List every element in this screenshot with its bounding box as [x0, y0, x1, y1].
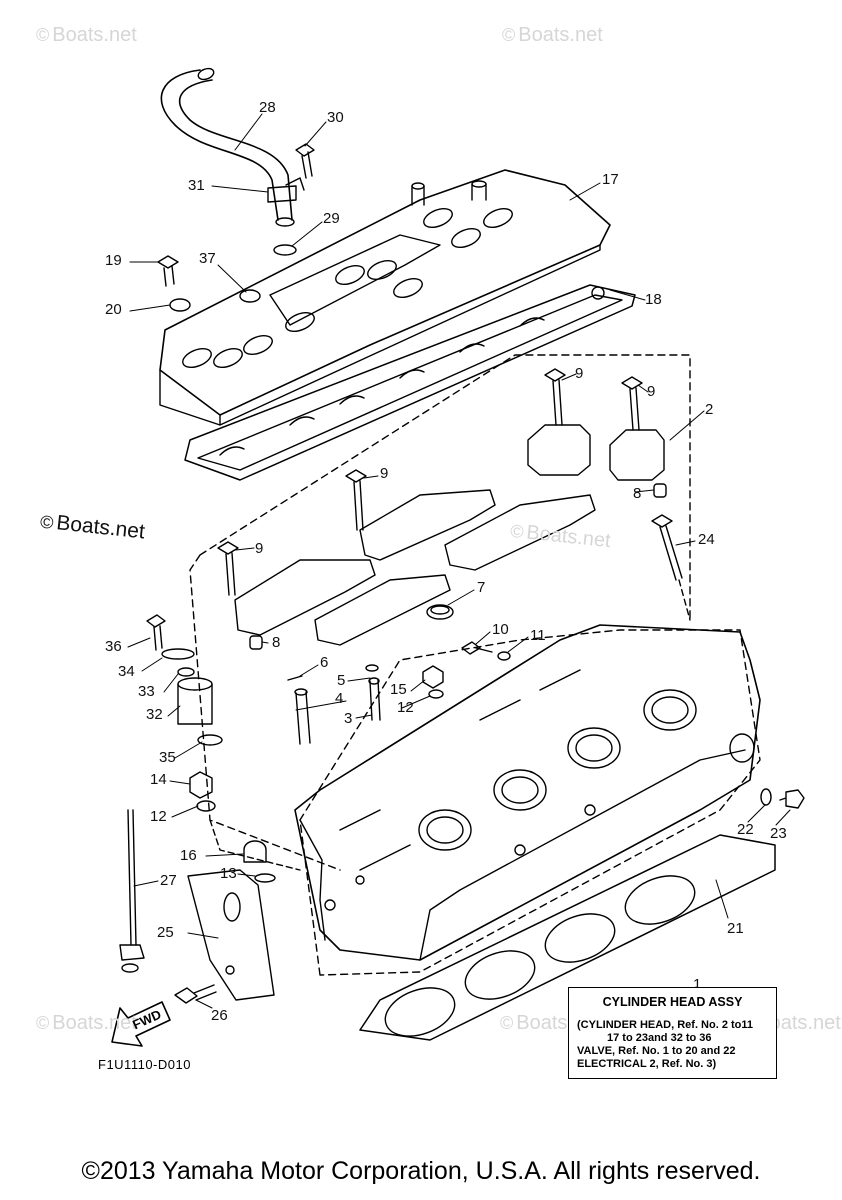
watermark: ©Boats.net	[36, 1012, 137, 1034]
cover-bolt-part	[157, 255, 179, 287]
callout-31: 31	[188, 177, 205, 194]
callout-37: 37	[199, 250, 216, 267]
callout-12b: 12	[397, 699, 414, 716]
cap-bolt-part	[217, 368, 643, 596]
callout-24: 24	[698, 531, 715, 548]
callout-25: 25	[157, 924, 174, 941]
breather-hose-part	[160, 67, 305, 227]
fwd-arrow-icon	[111, 1001, 171, 1047]
note-lines: (CYLINDER HEAD, Ref. No. 2 to11 17 to 23…	[569, 1011, 776, 1071]
leader-lines	[127, 113, 791, 1009]
grommet-part	[169, 298, 191, 312]
note-line: (CYLINDER HEAD, Ref. No. 2 to11	[577, 1019, 754, 1031]
callout-28: 28	[259, 99, 276, 116]
diagram-code: F1U1110-D010	[98, 1057, 191, 1072]
plug-part	[239, 289, 261, 303]
note-line: 17 to 23and 32 to 36	[607, 1032, 712, 1044]
valve-guide-part	[287, 664, 381, 745]
callout-13: 13	[220, 865, 237, 882]
callout-9: 9	[575, 365, 584, 382]
exploded-parts-diagram	[111, 67, 805, 1047]
nut-part	[422, 665, 444, 699]
callout-36: 36	[105, 638, 122, 655]
callout-20: 20	[105, 301, 122, 318]
callout-30: 30	[327, 109, 344, 126]
watermark: ©Boats.net	[502, 24, 603, 46]
callout-19: 19	[105, 252, 122, 269]
callout-9b: 9	[647, 383, 656, 400]
callout-18: 18	[645, 291, 662, 308]
callout-33: 33	[138, 683, 155, 700]
callout-21: 21	[727, 920, 744, 937]
callout-1: 1	[693, 976, 702, 993]
callout-11: 11	[530, 627, 546, 644]
callout-7: 7	[477, 579, 486, 596]
callout-3: 3	[344, 710, 353, 727]
callout-16: 16	[180, 847, 197, 864]
callout-8b: 8	[633, 485, 642, 502]
cylinder-head-cover-part	[159, 169, 611, 426]
oil-seal-part	[426, 604, 454, 620]
callout-29: 29	[323, 210, 340, 227]
callout-6: 6	[320, 654, 329, 671]
drain-plug-part	[760, 788, 805, 809]
cable-tie-part	[119, 809, 145, 973]
leader-dashed	[209, 819, 301, 871]
bolt-part	[295, 143, 315, 179]
callout-12: 12	[150, 808, 167, 825]
head-outline-dashed	[299, 629, 761, 976]
cap-nut-part	[243, 840, 276, 883]
long-bolt-part	[651, 514, 691, 621]
callout-10: 10	[492, 621, 509, 638]
callout-23: 23	[770, 825, 787, 842]
callout-35: 35	[159, 749, 176, 766]
o-ring-part	[273, 244, 297, 256]
note-line: ELECTRICAL 2, Ref. No. 3)	[577, 1058, 717, 1070]
callout-34: 34	[118, 663, 135, 680]
copyright-notice: ©2013 Yamaha Motor Corporation, U.S.A. A…	[81, 1157, 761, 1185]
callout-26: 26	[211, 1007, 228, 1024]
callout-17: 17	[602, 171, 619, 188]
note-line: VALVE, Ref. No. 1 to 20 and 22	[577, 1045, 736, 1057]
callout-32: 32	[146, 706, 163, 723]
assembly-group-outline	[189, 354, 691, 871]
cylinder-head-part	[294, 624, 761, 961]
cover-gasket-part	[184, 284, 636, 481]
callout-5: 5	[337, 672, 346, 689]
callout-15: 15	[390, 681, 407, 698]
head-gasket-part	[359, 834, 776, 1041]
banjo-bolt-part	[461, 641, 511, 661]
callout-9d: 9	[255, 540, 264, 557]
camshaft-cap-part	[234, 424, 665, 646]
callout-27: 27	[160, 872, 177, 889]
callout-2: 2	[705, 401, 714, 418]
bracket-bolt-part	[174, 984, 217, 1004]
callout-14: 14	[150, 771, 167, 788]
note-title: CYLINDER HEAD ASSY	[602, 995, 743, 1009]
callout-4: 4	[335, 690, 344, 707]
callout-8: 8	[272, 634, 281, 651]
bracket-part	[187, 869, 275, 1001]
watermark: ©Boats.net	[36, 24, 137, 46]
callout-9c: 9	[380, 465, 389, 482]
callout-22: 22	[737, 821, 754, 838]
assembly-note-box: CYLINDER HEAD ASSY (CYLINDER HEAD, Ref. …	[568, 987, 777, 1079]
